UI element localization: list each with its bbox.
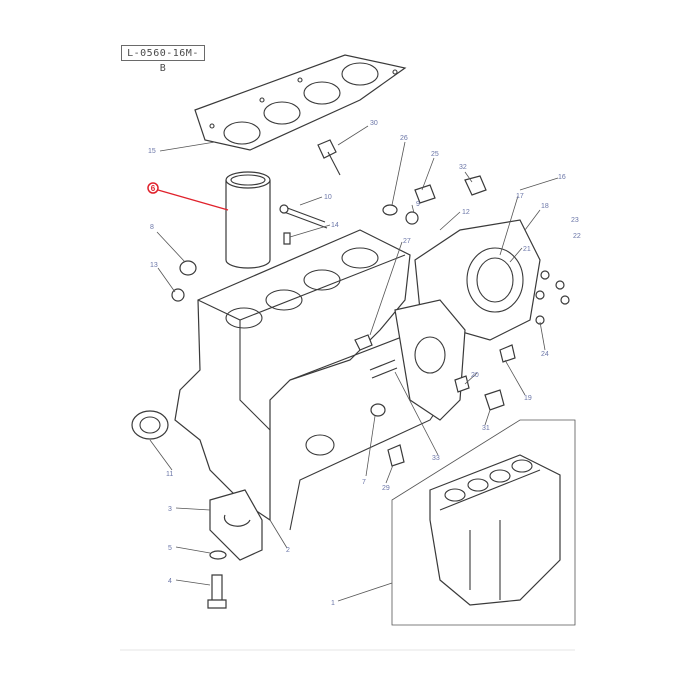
callout-29[interactable]: 29 bbox=[382, 485, 390, 492]
cylinder-block[interactable] bbox=[174, 229, 451, 531]
nozzle-28[interactable] bbox=[354, 334, 373, 351]
callout-24[interactable]: 24 bbox=[541, 351, 549, 358]
expansion-plug-large[interactable] bbox=[179, 260, 197, 276]
plug-25[interactable] bbox=[414, 184, 436, 204]
front-bearing-bushing[interactable] bbox=[131, 410, 169, 440]
callout-27[interactable]: 27 bbox=[403, 238, 411, 245]
callout-21[interactable]: 21 bbox=[523, 246, 531, 253]
main-bearing-cap[interactable] bbox=[209, 489, 263, 561]
plug-9[interactable] bbox=[405, 211, 419, 225]
callout-9[interactable]: 9 bbox=[416, 201, 420, 208]
bushing-7[interactable] bbox=[370, 403, 386, 417]
seal-ring[interactable] bbox=[382, 204, 398, 216]
plug-32[interactable] bbox=[464, 175, 487, 196]
callout-3[interactable]: 3 bbox=[168, 506, 172, 513]
callout-labels: 15 30 10 14 8 13 26 25 32 9 12 27 17 16 … bbox=[147, 120, 581, 607]
reference-code-box: L-0560-16M- B bbox=[121, 45, 205, 74]
callout-17[interactable]: 17 bbox=[516, 193, 524, 200]
callout-18[interactable]: 18 bbox=[541, 203, 549, 210]
highlight-marker bbox=[147, 182, 159, 194]
fitting-20[interactable] bbox=[454, 375, 470, 393]
callout-13[interactable]: 13 bbox=[150, 262, 158, 269]
callout-10[interactable]: 10 bbox=[324, 194, 332, 201]
spring-29[interactable] bbox=[387, 444, 405, 467]
callout-1[interactable]: 1 bbox=[331, 600, 335, 607]
callout-31[interactable]: 31 bbox=[482, 425, 490, 432]
callout-11[interactable]: 11 bbox=[166, 471, 173, 478]
front-plate[interactable] bbox=[394, 299, 466, 421]
callout-26[interactable]: 26 bbox=[400, 135, 408, 142]
dowel-pin[interactable] bbox=[283, 232, 291, 245]
leader-lines bbox=[149, 125, 559, 602]
callout-14[interactable]: 14 bbox=[331, 222, 339, 229]
callout-12[interactable]: 12 bbox=[462, 209, 470, 216]
stud-bolt[interactable] bbox=[279, 204, 328, 229]
callout-7[interactable]: 7 bbox=[362, 479, 366, 486]
stud-33[interactable] bbox=[369, 359, 398, 379]
callout-4[interactable]: 4 bbox=[168, 578, 172, 585]
callout-15[interactable]: 15 bbox=[148, 148, 156, 155]
callout-5[interactable]: 5 bbox=[168, 545, 172, 552]
callout-22[interactable]: 22 bbox=[573, 233, 581, 240]
spring-31[interactable] bbox=[484, 389, 505, 411]
callout-2[interactable]: 2 bbox=[286, 547, 290, 554]
callout-20[interactable]: 20 bbox=[471, 372, 479, 379]
callout-16[interactable]: 16 bbox=[558, 174, 566, 181]
fitting-19[interactable] bbox=[499, 344, 516, 363]
callout-23[interactable]: 23 bbox=[571, 217, 579, 224]
reference-code: L-0560-16M- B bbox=[127, 48, 199, 74]
callout-25[interactable]: 25 bbox=[431, 151, 439, 158]
callout-32[interactable]: 32 bbox=[459, 164, 467, 171]
bolt-cluster[interactable] bbox=[535, 270, 570, 325]
callout-33[interactable]: 33 bbox=[432, 455, 440, 462]
inset-engine-view bbox=[391, 419, 576, 626]
washer[interactable] bbox=[209, 550, 227, 560]
callout-6-highlighted[interactable]: 6 bbox=[151, 184, 156, 193]
callout-19[interactable]: 19 bbox=[524, 395, 532, 402]
callout-8[interactable]: 8 bbox=[150, 224, 154, 231]
cap-bolt[interactable] bbox=[207, 574, 227, 609]
cylinder-liner[interactable] bbox=[225, 171, 271, 269]
callout-30[interactable]: 30 bbox=[370, 120, 378, 127]
head-gasket[interactable] bbox=[194, 54, 407, 151]
head-bolt[interactable] bbox=[317, 139, 341, 176]
